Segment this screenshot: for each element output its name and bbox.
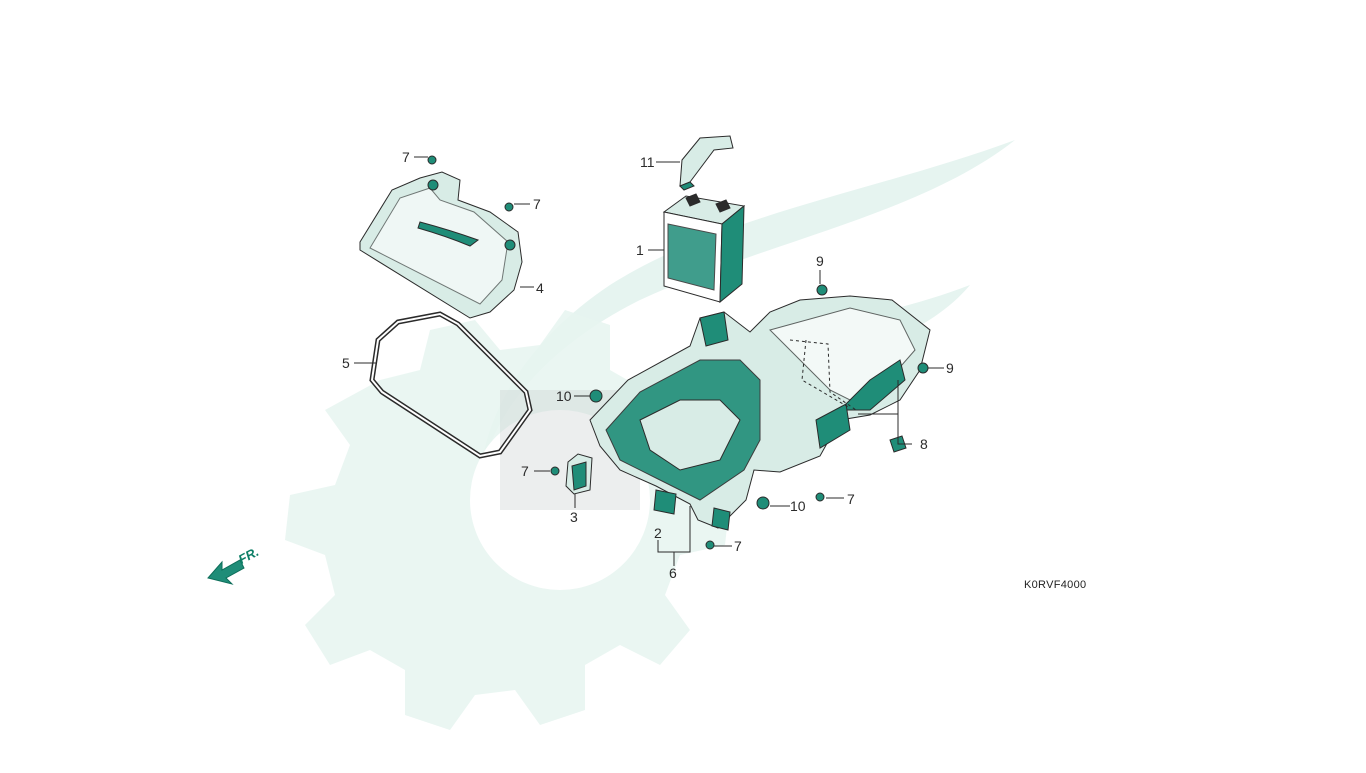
- hidden-line: [801, 339, 851, 409]
- callout-7: 7: [533, 196, 541, 212]
- callout-6: 6: [669, 565, 677, 581]
- screw-icon: [427, 155, 437, 165]
- leader-lines: [354, 156, 944, 566]
- bolt-icon: [917, 362, 929, 374]
- nut-icon: [589, 389, 603, 403]
- screw-icon: [815, 492, 825, 502]
- hidden-line: [789, 339, 857, 411]
- cover-part: [359, 171, 523, 319]
- diagram-code: K0RVF4000: [1024, 579, 1087, 591]
- callout-8: 8: [920, 436, 928, 452]
- callout-2: 2: [654, 525, 662, 541]
- screw-icon: [550, 466, 560, 476]
- fasteners: [427, 155, 929, 550]
- screw-icon: [705, 540, 715, 550]
- bracket-part: [565, 453, 593, 495]
- callout-7: 7: [402, 149, 410, 165]
- callout-1: 1: [636, 242, 644, 258]
- battery-part: [662, 193, 746, 304]
- callout-7: 7: [847, 491, 855, 507]
- battery-band-part: [679, 135, 734, 191]
- seal-part: [369, 311, 533, 459]
- frame-part: [589, 295, 931, 531]
- callout-4: 4: [536, 280, 544, 296]
- callout-5: 5: [342, 355, 350, 371]
- callout-10: 10: [790, 498, 806, 514]
- nut-icon: [756, 496, 770, 510]
- callout-9: 9: [816, 253, 824, 269]
- callout-7: 7: [734, 538, 742, 554]
- bolt-icon: [816, 284, 828, 296]
- callout-7: 7: [521, 463, 529, 479]
- callout-3: 3: [570, 509, 578, 525]
- callout-11: 11: [640, 154, 655, 170]
- screw-icon: [504, 202, 514, 212]
- front-direction-arrow-icon: [207, 559, 245, 585]
- callout-10: 10: [556, 388, 572, 404]
- callout-9: 9: [946, 360, 954, 376]
